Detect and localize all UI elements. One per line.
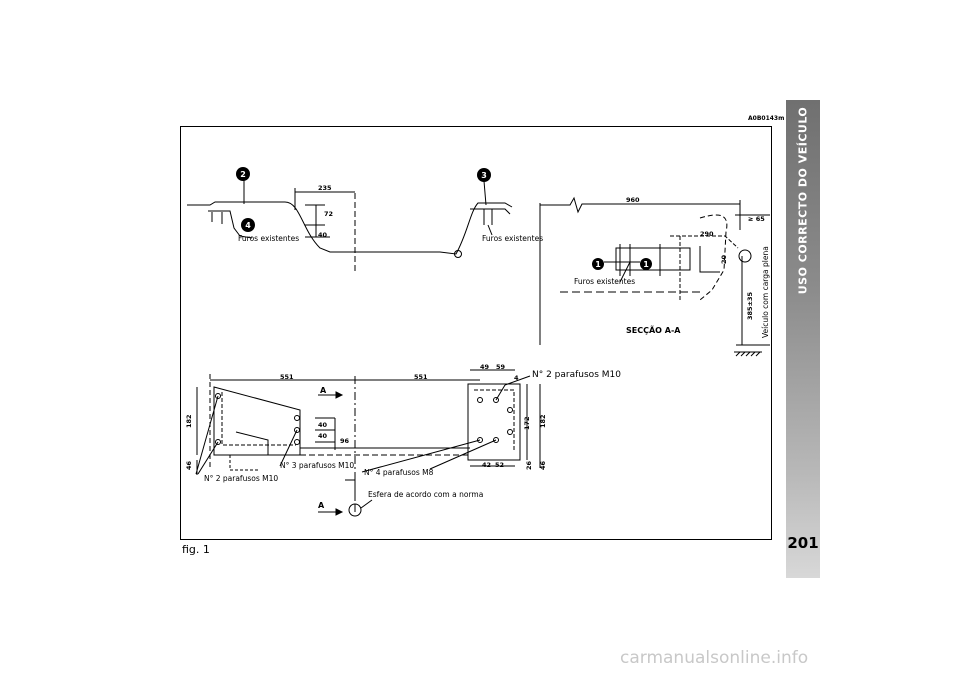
dim-59: 59 <box>496 363 506 371</box>
callout-1a-circle <box>592 258 604 270</box>
right-bracket-plate <box>467 383 521 461</box>
note-top-right-bolts: N° 2 parafusos M10 <box>532 370 621 380</box>
callout-1b: 1 <box>643 260 649 269</box>
figure-code: A0B0143m <box>748 115 785 122</box>
dim-172: 172 <box>523 416 531 430</box>
figure-caption: fig. 1 <box>182 543 210 556</box>
label-holes-left: Furos existentes <box>238 234 299 243</box>
watermark: carmanualsonline.info <box>620 648 809 668</box>
section-marker-top: A <box>320 386 327 395</box>
callout-1b-circle <box>640 258 652 270</box>
side-view <box>187 180 513 272</box>
callout-2: 2 <box>240 170 246 179</box>
dim-290: 290 <box>700 230 714 238</box>
callout-3: 3 <box>481 171 487 180</box>
callout-3-circle <box>477 168 491 182</box>
callout-4: 4 <box>245 221 251 230</box>
dim-min-65: ≥ 65 <box>748 215 765 223</box>
note-mid-bolts: N° 3 parafusos M10 <box>280 461 354 470</box>
callout-4-circle <box>241 218 255 232</box>
dim-40-b: 40 <box>318 432 328 440</box>
dim-551-left: 551 <box>280 373 294 381</box>
plan-view <box>195 369 541 517</box>
dim-235: 235 <box>318 184 332 192</box>
section-title: SECÇÃO A-A <box>626 325 681 335</box>
chapter-side-tab: USO CORRECTO DO VEÍCULO 201 <box>786 100 820 578</box>
dim-182-right: 182 <box>539 414 547 428</box>
dim-4: 4 <box>514 374 519 382</box>
dim-182-left: 182 <box>185 414 193 428</box>
label-holes-right: Furos existentes <box>482 234 543 243</box>
callout-badges: 2 4 3 1 1 <box>236 167 652 270</box>
dim-960: 960 <box>626 196 640 204</box>
note-ball-standard: Esfera de acordo com a norma <box>368 490 483 499</box>
dim-40-side: 40 <box>318 231 328 239</box>
section-marker-bottom: A <box>318 501 325 510</box>
page-number: 201 <box>787 534 819 552</box>
dim-42: 42 <box>482 461 491 469</box>
label-full-load: Veículo com carga plena <box>761 246 770 338</box>
dim-46-left: 46 <box>185 460 193 470</box>
dim-line-960 <box>540 196 740 214</box>
tow-ball-plan <box>348 503 362 517</box>
dim-72: 72 <box>324 210 333 218</box>
tow-ball-section <box>738 249 752 263</box>
dim-20: 20 <box>720 254 728 264</box>
dim-96: 96 <box>340 437 350 445</box>
dim-52: 52 <box>495 461 504 469</box>
callout-2-circle <box>236 167 250 181</box>
dim-49: 49 <box>480 363 490 371</box>
body-profile-line <box>187 201 513 255</box>
dim-385: 385±35 <box>746 291 754 320</box>
note-m8-bolts: N° 4 parafusos M8 <box>364 468 434 477</box>
figure-frame <box>180 126 772 540</box>
dim-26: 26 <box>525 460 533 470</box>
note-bottom-left-bolts: N° 2 parafusos M10 <box>204 474 278 483</box>
dim-551-right: 551 <box>414 373 428 381</box>
dim-40-a: 40 <box>318 421 328 429</box>
label-holes-section: Furos existentes <box>574 277 635 286</box>
callout-1a: 1 <box>595 260 601 269</box>
dim-46-right: 46 <box>539 460 547 470</box>
section-view <box>539 196 770 357</box>
left-bracket-line <box>208 210 241 237</box>
tow-ball-side <box>454 250 462 258</box>
